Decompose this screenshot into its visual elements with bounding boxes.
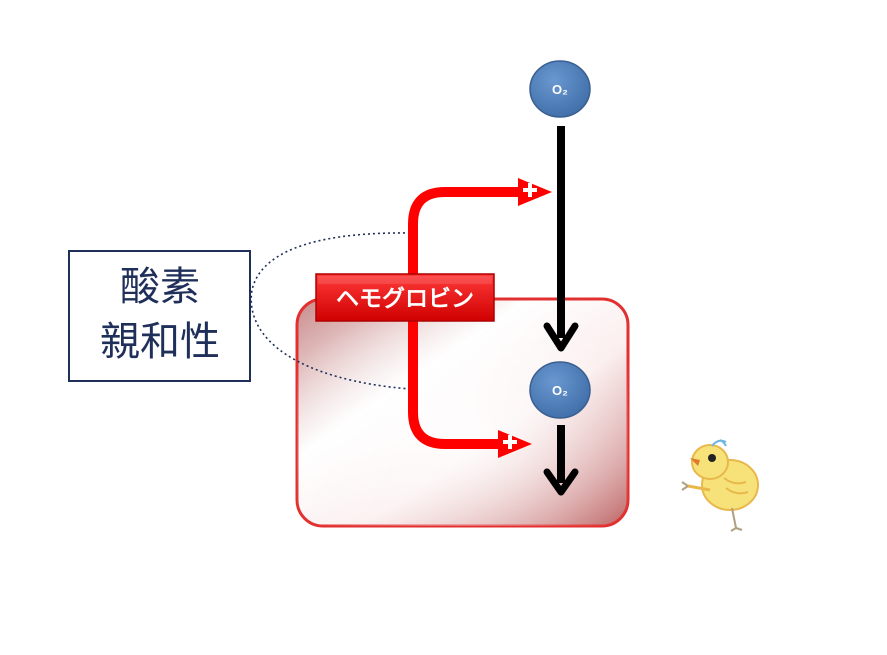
oxygen-top-text: O₂ — [552, 82, 568, 97]
affinity-line-1: 酸素 — [120, 264, 200, 310]
oxygen-mid-text: O₂ — [552, 383, 568, 398]
oxygen-arrow-upper-head — [543, 322, 579, 352]
affinity-line-2: 親和性 — [100, 319, 220, 365]
chick-illustration — [681, 439, 759, 532]
oxygen-molecule-top: O₂ — [529, 60, 591, 118]
hemoglobin-label: ヘモグロビン — [315, 273, 495, 322]
hemoglobin-text: ヘモグロビン — [336, 285, 474, 312]
oxygen-arrow-lower-head — [543, 468, 579, 496]
oxygen-affinity-box: 酸素 親和性 — [68, 250, 251, 382]
oxygen-molecule-mid: O₂ — [529, 361, 591, 419]
top-plus-icon — [523, 183, 537, 197]
oxygen-flow — [543, 126, 579, 496]
bottom-plus-icon — [503, 435, 517, 449]
